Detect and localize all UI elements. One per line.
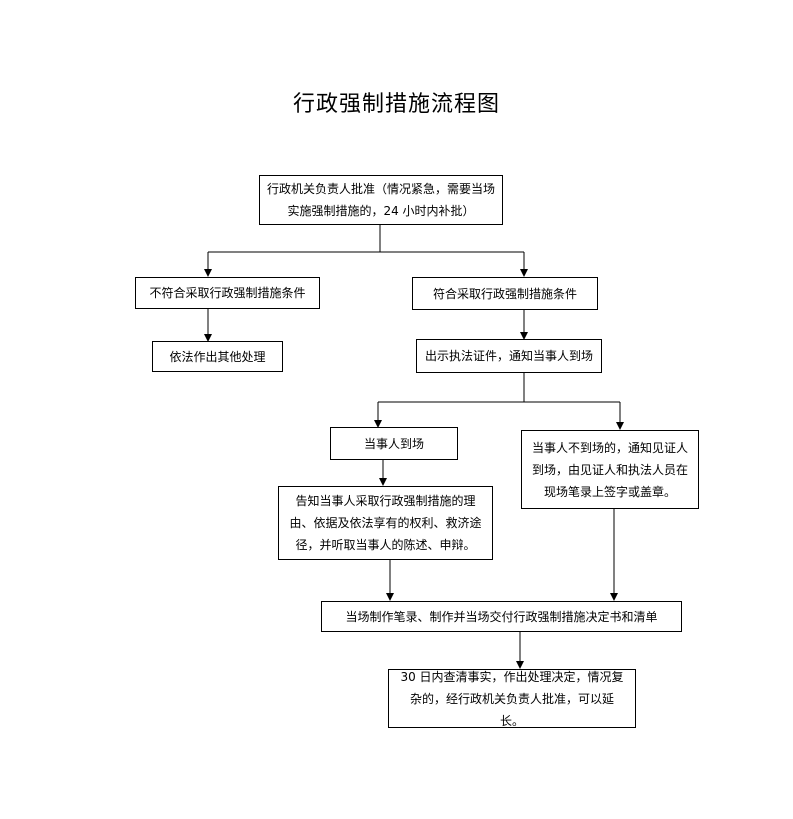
node-other-handling: 依法作出其他处理 xyxy=(152,341,283,372)
page-title: 行政强制措施流程图 xyxy=(292,92,500,117)
node-inform: 告知当事人采取行政强制措施的理由、依据及依法享有的权利、救济途径，并听取当事人的… xyxy=(278,486,493,560)
node-meet: 符合采取行政强制措施条件 xyxy=(412,277,598,310)
node-approve-text: 行政机关负责人批准（情况紧急，需要当场实施强制措施的，24 小时内补批） xyxy=(266,182,495,218)
node-inform-text: 告知当事人采取行政强制措施的理由、依据及依法享有的权利、救济途径，并听取当事人的… xyxy=(289,494,482,552)
node-show-cert: 出示执法证件，通知当事人到场 xyxy=(416,339,602,373)
node-other-handling-text: 依法作出其他处理 xyxy=(169,349,266,364)
node-record: 当场制作笔录、制作并当场交付行政强制措施决定书和清单 xyxy=(321,601,682,632)
node-party-present-text: 当事人到场 xyxy=(363,436,424,451)
node-party-present: 当事人到场 xyxy=(330,427,458,460)
node-record-text: 当场制作笔录、制作并当场交付行政强制措施决定书和清单 xyxy=(345,609,658,624)
node-not-meet: 不符合采取行政强制措施条件 xyxy=(135,277,320,309)
node-party-absent: 当事人不到场的，通知见证人到场，由见证人和执法人员在现场笔录上签字或盖章。 xyxy=(521,430,699,509)
node-approve: 行政机关负责人批准（情况紧急，需要当场实施强制措施的，24 小时内补批） xyxy=(259,175,503,225)
node-show-cert-text: 出示执法证件，通知当事人到场 xyxy=(424,349,593,363)
node-party-absent-text: 当事人不到场的，通知见证人到场，由见证人和执法人员在现场笔录上签字或盖章。 xyxy=(532,440,689,499)
node-decision-text: 30 日内查清事实，作出处理决定，情况复杂的，经行政机关负责人批准，可以延长。 xyxy=(400,669,624,728)
node-not-meet-text: 不符合采取行政强制措施条件 xyxy=(149,286,306,300)
node-meet-text: 符合采取行政强制措施条件 xyxy=(432,286,577,301)
node-decision: 30 日内查清事实，作出处理决定，情况复杂的，经行政机关负责人批准，可以延长。 xyxy=(388,669,636,728)
